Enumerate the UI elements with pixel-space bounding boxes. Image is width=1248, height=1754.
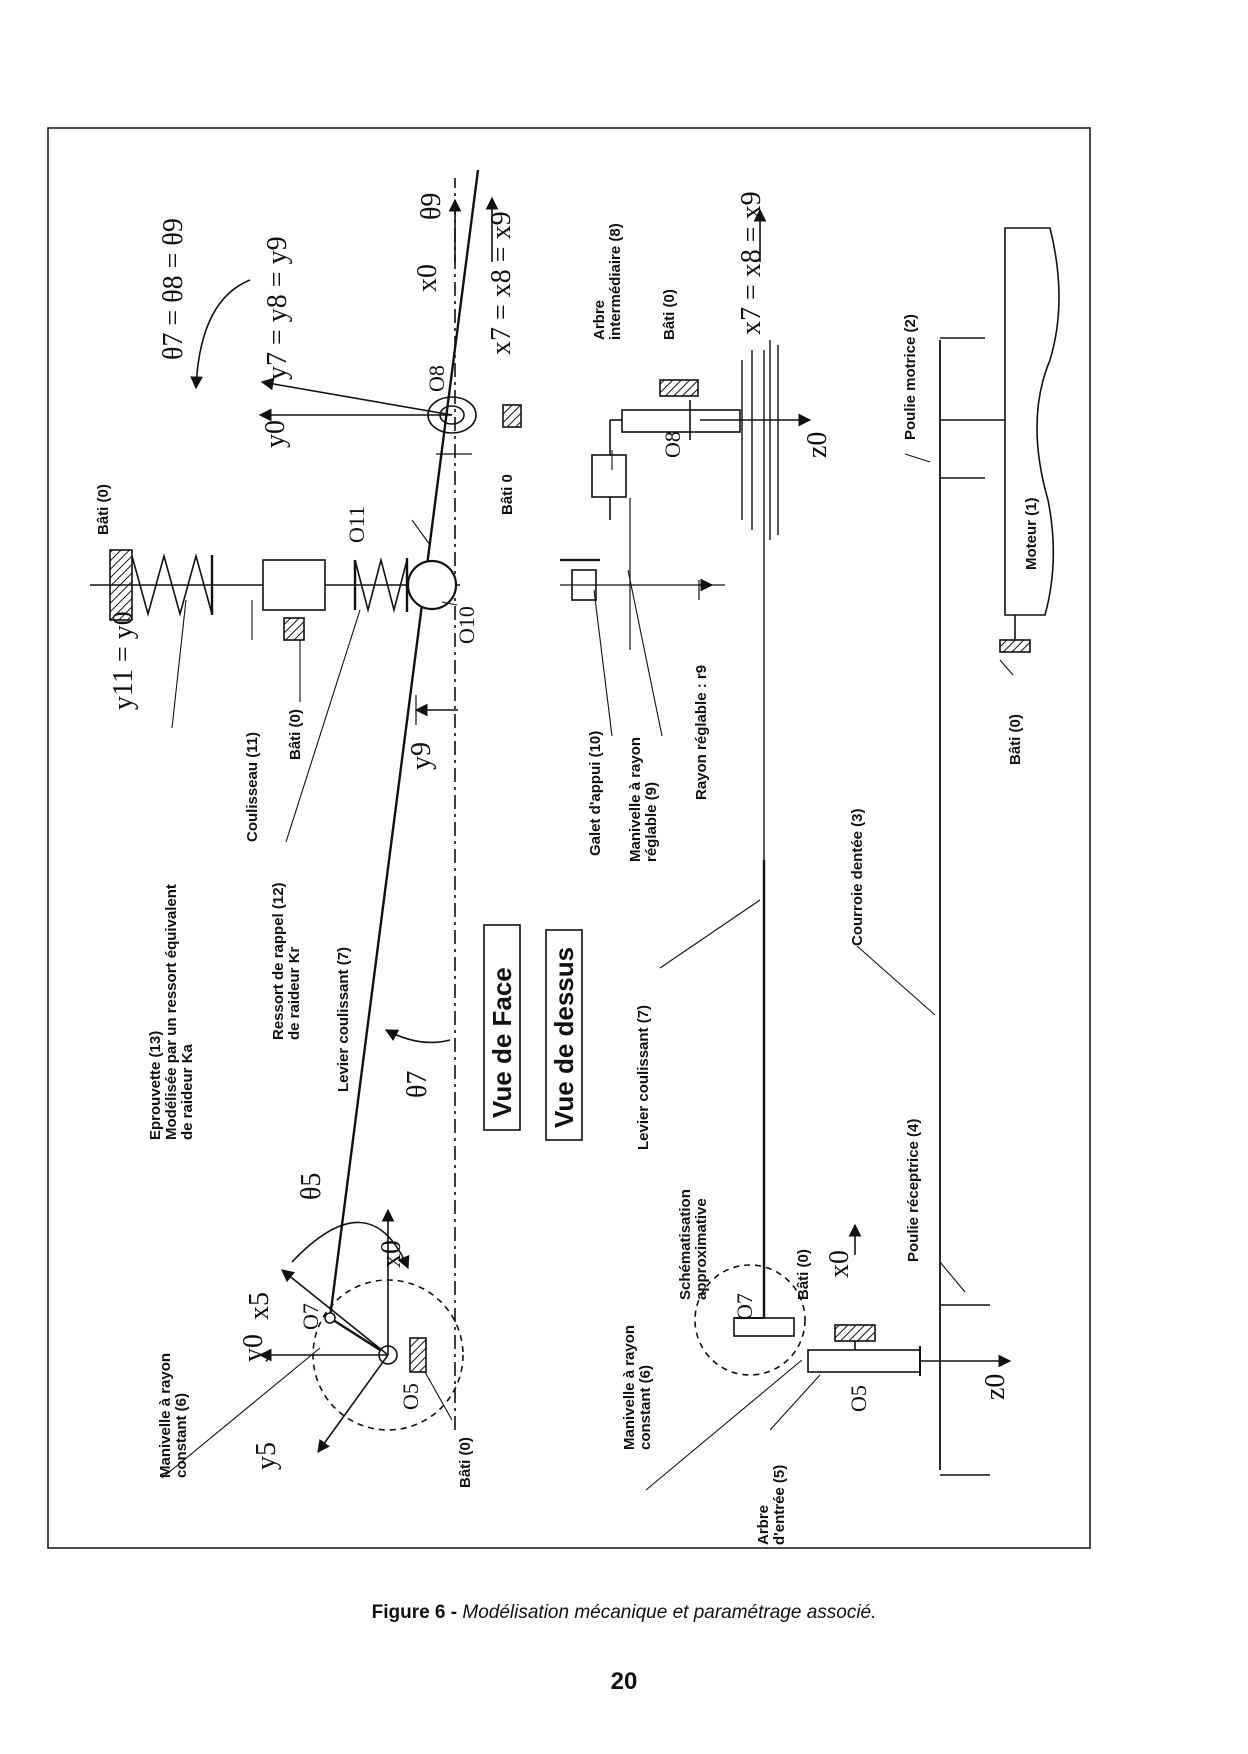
- lever-7: [328, 169, 480, 1319]
- label-manivelle-reg-2: réglable (9): [643, 782, 660, 862]
- y5-axis: [317, 1354, 389, 1454]
- sym-theta7: θ7: [402, 1071, 433, 1098]
- label-eprouvette-1: Eprouvette (13): [147, 1031, 164, 1140]
- label-rayon-reglable: Rayon réglable : r9: [693, 665, 710, 800]
- theta5-arc: [291, 1221, 410, 1270]
- label-eprouvette-2: Modélisée par un ressort équivalent: [163, 884, 180, 1140]
- sym-O8: O8: [424, 365, 449, 392]
- figure-caption: Figure 6 - Modélisation mécanique et par…: [0, 1602, 1248, 1624]
- page-number: 20: [610, 1668, 638, 1695]
- label-manivelle-const-top-1: Manivelle à rayon: [621, 1325, 638, 1450]
- spring-13: [131, 552, 213, 618]
- label-bati-O5: Bâti (0): [457, 1437, 474, 1488]
- sym-O11: O11: [344, 506, 369, 543]
- slider-block-11: [262, 559, 326, 611]
- label-coulisseau: Coulisseau (11): [244, 732, 261, 842]
- sym-O5-top: O5: [846, 1385, 871, 1412]
- sym-x0-O5-top: x0: [824, 1250, 855, 1278]
- x5-axis: [281, 1269, 389, 1356]
- label-manivelle-const-top-2: constant (6): [637, 1365, 654, 1450]
- label-arbre-inter-2: intermédiaire (8): [607, 223, 624, 340]
- sym-y9: y9: [406, 742, 437, 770]
- sym-x7-eq: x7 = x8 = x9: [486, 211, 517, 355]
- label-ressort-1: Ressort de rappel (12): [270, 882, 287, 1040]
- caption-text: Modélisation mécanique et paramétrage as…: [462, 1602, 877, 1623]
- box-vue-face: [483, 924, 521, 1131]
- roller-O10: [406, 559, 458, 611]
- sym-O8-top: O8: [660, 431, 685, 458]
- sym-O7-top: O7: [732, 1293, 757, 1320]
- sym-z0-O5-top: z0: [980, 1374, 1011, 1400]
- label-galet: Galet d'appui (10): [587, 731, 604, 856]
- O7-pivot: [324, 1312, 336, 1324]
- crank-6-top: [694, 1264, 806, 1376]
- label-manivelle-reg-1: Manivelle à rayon: [627, 737, 644, 862]
- label-manivelle-const-1: Manivelle à rayon: [157, 1353, 174, 1478]
- label-arbre-inter-1: Arbre: [591, 300, 608, 340]
- sym-x5: x5: [244, 1292, 275, 1320]
- sym-x0-O5: x0: [376, 1240, 407, 1268]
- sym-y5: y5: [251, 1442, 282, 1470]
- labels: Bâti (0) Eprouvette (13) Modélisée par u…: [95, 191, 1040, 1545]
- label-bati-inter: Bâti (0): [661, 289, 678, 340]
- top-view: [560, 208, 1060, 1476]
- y7-axis: [260, 377, 453, 416]
- sym-y0-O8: y0: [260, 420, 291, 448]
- box-vue-dessus: [545, 929, 583, 1141]
- sym-y7-eq: y7 = y8 = y9: [262, 236, 293, 380]
- label-schema-1: Schématisation: [677, 1189, 694, 1300]
- motor-1: [1004, 227, 1060, 616]
- label-courroie: Courroie dentée (3): [849, 808, 866, 946]
- label-arbre-entree-1: Arbre: [755, 1505, 772, 1545]
- input-shaft-5: [807, 1349, 921, 1373]
- figure-frame: [47, 127, 1091, 1549]
- label-levier-top: Levier coulissant (7): [635, 1005, 652, 1150]
- spring-12: [354, 556, 408, 614]
- sym-x7-eq-top: x7 = x8 = x9: [736, 191, 767, 335]
- sym-O5: O5: [398, 1383, 423, 1410]
- sym-O10: O10: [454, 606, 479, 644]
- sym-theta9: θ9: [416, 193, 447, 220]
- label-arbre-entree-2: d'entrée (5): [771, 1465, 788, 1545]
- label-levier-front: Levier coulissant (7): [335, 947, 352, 1092]
- sym-x0-O8: x0: [412, 264, 443, 292]
- sym-O7: O7: [298, 1303, 323, 1330]
- label-manivelle-const-2: constant (6): [173, 1393, 190, 1478]
- sym-theta7-eq: θ7 = θ8 = θ9: [158, 218, 189, 360]
- theta7-arc: [384, 1029, 451, 1044]
- label-bati-entree: Bâti (0): [795, 1249, 812, 1300]
- label-bati-top: Bâti (0): [95, 484, 112, 535]
- label-eprouvette-3: de raideur Ka: [179, 1043, 196, 1140]
- sym-theta5: θ5: [296, 1173, 327, 1200]
- crank-9: [591, 454, 627, 498]
- label-poulie-rec: Poulie réceptrice (4): [905, 1119, 922, 1262]
- label-ressort-2: de raideur Kr: [286, 946, 303, 1040]
- shaft-8: [621, 409, 741, 433]
- sym-z0-O8: z0: [802, 432, 833, 458]
- label-schema-2: approximative: [693, 1198, 710, 1300]
- sym-y0-O5: y0: [238, 1334, 269, 1362]
- label-moteur: Moteur (1): [1023, 498, 1040, 571]
- label-bati-moteur: Bâti (0): [1007, 714, 1024, 765]
- title-vue-dessus: Vue de dessus: [549, 947, 579, 1128]
- label-poulie-mot: Poulie motrice (2): [902, 314, 919, 440]
- front-view: [90, 169, 522, 1454]
- label-bati-slider: Bâti (0): [287, 709, 304, 760]
- title-vue-face: Vue de Face: [487, 967, 517, 1118]
- sym-y11-eq: y11 = y0: [108, 611, 139, 710]
- label-bati-O8: Bâti 0: [499, 474, 516, 515]
- crank-6: [329, 1316, 389, 1357]
- caption-number: Figure 6 -: [371, 1602, 458, 1623]
